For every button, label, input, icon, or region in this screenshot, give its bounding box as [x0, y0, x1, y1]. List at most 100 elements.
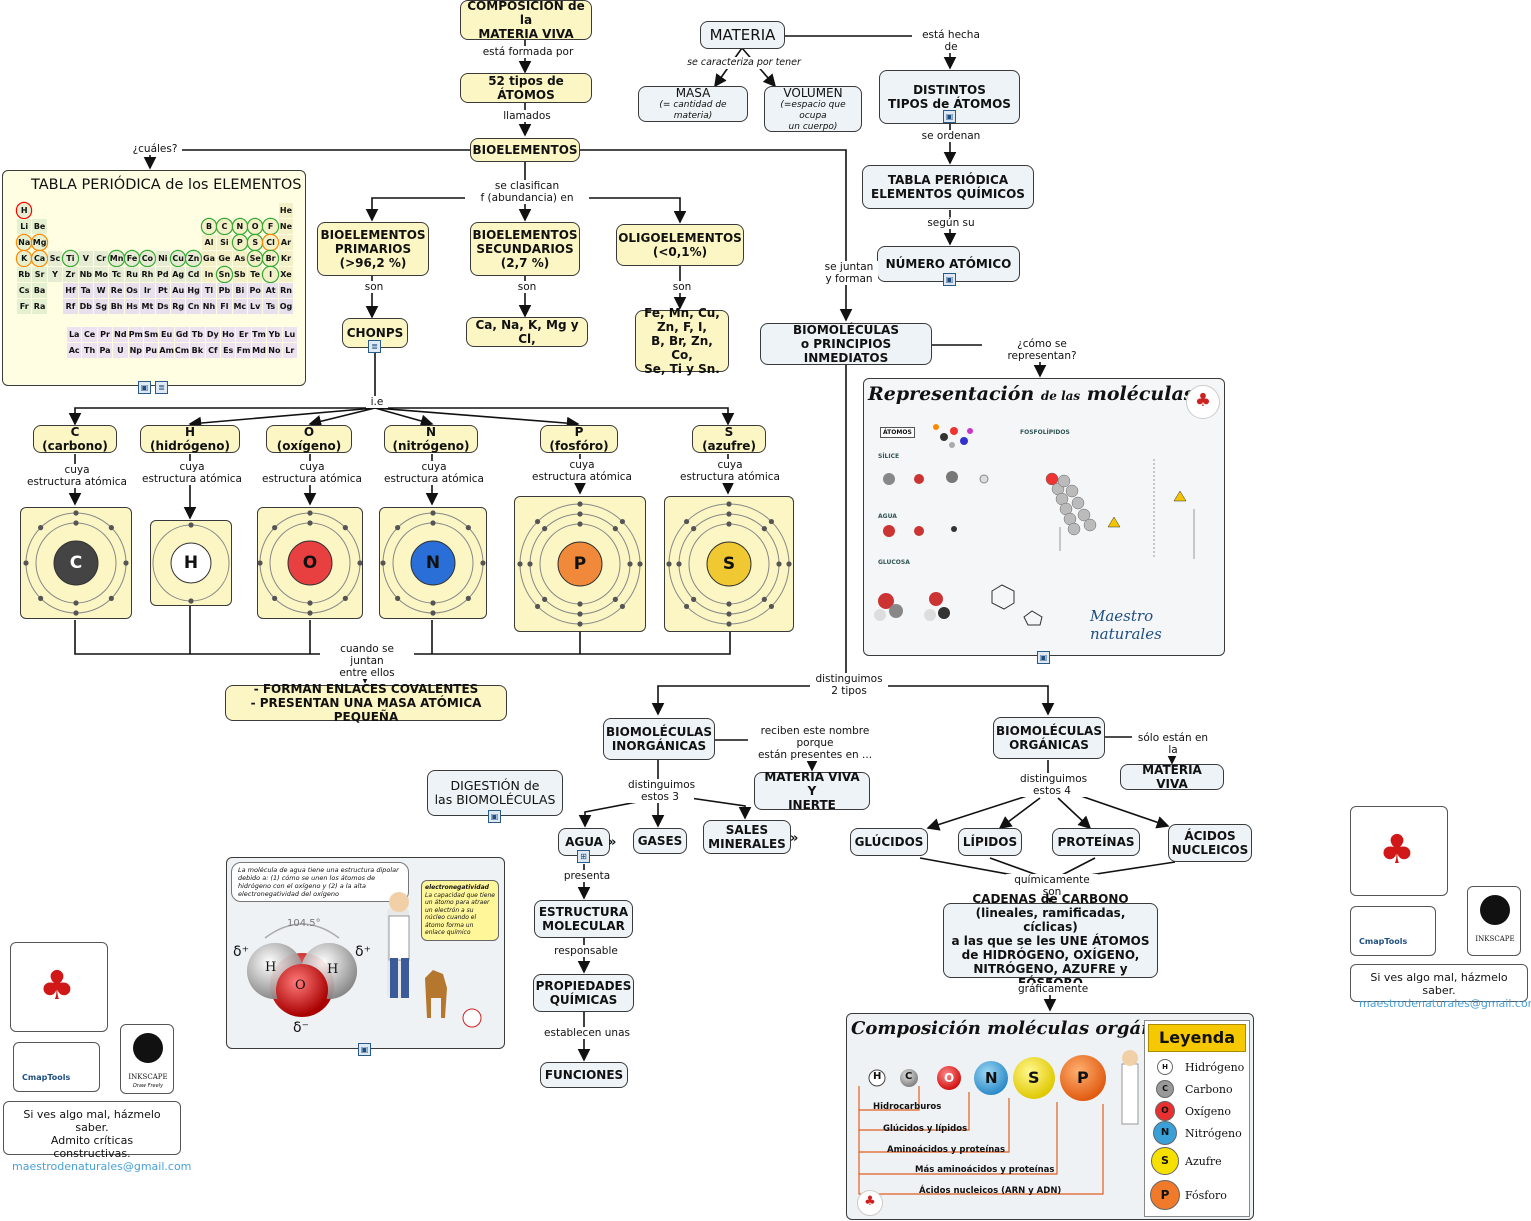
azufre-node[interactable]: S (azufre)	[692, 425, 766, 453]
label-caracteriza: se caracteriza por tener	[680, 57, 808, 69]
element-cell: Rf	[63, 299, 78, 314]
cadenas-node[interactable]: CADENAS de CARBONO (lineales, ramificada…	[943, 892, 1158, 990]
maestro-logo-left[interactable]: ♣	[10, 942, 108, 1032]
organic-title: Composición moléculas orgánicas	[851, 1018, 1194, 1039]
volumen-node[interactable]: VOLUMEN (=espacio que ocupa un cuerpo)	[764, 86, 862, 132]
hidrogeno-node[interactable]: H (hidrógeno)	[140, 425, 240, 453]
row-hidrocarburos: Hidrocarburos	[873, 1102, 942, 1112]
delta-plus-right: δ⁺	[355, 944, 371, 960]
fosfolipidos-label: FOSFOLÍPIDOS	[1020, 429, 1070, 436]
document-icon[interactable]: ≣	[155, 381, 168, 394]
materia-node[interactable]: MATERIA	[700, 21, 785, 49]
atom-h[interactable]: H	[150, 520, 232, 606]
footer-email[interactable]: maestrodenaturales@gmail.com	[12, 1160, 192, 1173]
element-cell: Cm	[174, 343, 190, 358]
fosforo-node[interactable]: P (fosfóro)	[540, 425, 618, 453]
carbono-node[interactable]: C (carbono)	[33, 425, 117, 453]
secundarios-list-node[interactable]: Ca, Na, K, Mg y Cl,	[466, 317, 588, 347]
digestion-node[interactable]: DIGESTIÓN de las BIOMOLÉCULAS	[427, 770, 563, 816]
label-son-oligo: son	[668, 281, 696, 293]
acidos-node[interactable]: ÁCIDOS NUCLEICOS	[1168, 824, 1252, 862]
sales-node[interactable]: SALES MINERALES	[703, 820, 791, 854]
inkscape-logo-left[interactable]: INKSCAPE Draw Freely	[120, 1024, 174, 1094]
nitrogeno-node[interactable]: N (nitrógeno)	[384, 425, 478, 453]
link-icon[interactable]: ⊞	[577, 850, 590, 863]
inkscape-icon	[1480, 895, 1510, 925]
atom-s[interactable]: S	[664, 496, 794, 632]
document-icon[interactable]: ≣	[368, 340, 381, 353]
propiedades-node[interactable]: PROPIEDADES QUÍMICAS	[533, 974, 634, 1012]
element-cell: Cs	[17, 283, 32, 298]
element-cell: He	[278, 203, 294, 218]
organicas-node[interactable]: BIOMOLÉCULAS ORGÁNICAS	[993, 717, 1105, 759]
element-cell: Xe	[278, 267, 294, 282]
label-como-representan: ¿cómo se representan?	[982, 338, 1102, 362]
expand-icon[interactable]: »	[790, 831, 799, 846]
masa-node[interactable]: MASA (= cantidad de materia)	[638, 86, 748, 122]
element-cell: Ru	[124, 267, 140, 282]
cmaptools-logo-left[interactable]: CmapTools	[13, 1042, 100, 1092]
element-cell: Tc	[109, 267, 124, 282]
tabla-node[interactable]: TABLA PERIÓDICA ELEMENTOS QUÍMICOS	[862, 165, 1034, 209]
image-icon[interactable]: ▣	[943, 273, 956, 286]
molecules-panel[interactable]: Representación de las moléculas ÁTOMOS F…	[863, 378, 1225, 656]
funciones-node[interactable]: FUNCIONES	[540, 1062, 628, 1088]
image-icon[interactable]: ▣	[138, 381, 151, 394]
atom-c[interactable]: C	[20, 507, 132, 619]
proteinas-node[interactable]: PROTEÍNAS	[1052, 828, 1140, 856]
delta-plus-left: δ⁺	[233, 944, 249, 960]
footer-right: Si ves algo mal, házmelo saber. maestrod…	[1350, 964, 1531, 1010]
lipidos-node[interactable]: LÍPIDOS	[958, 828, 1022, 856]
secundarios-node[interactable]: BIOELEMENTOS SECUNDARIOS (2,7 %)	[470, 222, 580, 276]
label-cuales: ¿cuáles?	[128, 143, 182, 155]
element-cell: Mc	[232, 299, 247, 314]
image-icon[interactable]: ▣	[488, 810, 501, 823]
ball-c: C	[905, 1071, 913, 1082]
image-icon[interactable]: ▣	[1037, 651, 1050, 664]
atom-n[interactable]: N	[379, 507, 487, 619]
image-icon[interactable]: ▣	[943, 110, 956, 123]
inkscape-logo-right[interactable]: INKSCAPE	[1467, 886, 1521, 956]
label-segun: según su	[922, 217, 980, 229]
bioelementos-node[interactable]: BIOELEMENTOS	[470, 138, 580, 162]
cmaptools-logo-right[interactable]: CmapTools	[1350, 906, 1436, 956]
numero-node[interactable]: NÚMERO ATÓMICO	[877, 246, 1020, 282]
oligo-list-node[interactable]: Fe, Mn, Cu, Zn, F, I, B, Br, Zn, Co, Se,…	[635, 306, 729, 376]
organic-composition-panel[interactable]: Composición moléculas orgánicas H C O N …	[846, 1013, 1254, 1220]
atom-p[interactable]: P	[514, 496, 646, 632]
primarios-node[interactable]: BIOELEMENTOS PRIMARIOS (>96,2 %)	[317, 222, 429, 276]
legend-ball-c: C	[1156, 1080, 1174, 1098]
expand-icon[interactable]: »	[608, 835, 617, 850]
oligo-node[interactable]: OLIGOELEMENTOS (<0,1%)	[616, 224, 744, 266]
gases-node[interactable]: GASES	[633, 828, 687, 854]
atom-n-symbol: N	[425, 553, 441, 573]
ball-p: P	[1077, 1068, 1089, 1087]
atom-s-symbol: S	[722, 554, 736, 574]
materia-viva-inerte-node[interactable]: MATERIA VIVA Y INERTE	[754, 770, 870, 812]
element-cell: Dy	[205, 327, 220, 342]
biomoleculas-node[interactable]: BIOMOLÉCULAS o PRINCIPIOS INMEDIATOS	[760, 323, 932, 365]
water-bubble: La molécula de agua tiene una estructura…	[231, 862, 409, 902]
glucidos-node[interactable]: GLÚCIDOS	[850, 828, 928, 856]
oxigeno-node[interactable]: O (oxígeno)	[266, 425, 352, 453]
legend-ball-h: H	[1157, 1059, 1173, 1075]
element-cell: Cf	[205, 343, 220, 358]
element-cell: Rh	[140, 267, 155, 282]
inorganicas-node[interactable]: BIOMOLÉCULAS INORGÁNICAS	[603, 718, 715, 760]
element-cell: Nh	[201, 299, 217, 314]
footer-email[interactable]: maestrodenaturales@gmail.com	[1359, 997, 1531, 1010]
maestro-logo-right[interactable]: ♣	[1350, 806, 1448, 896]
element-cell: Rn	[278, 283, 294, 298]
label-solo: sólo están en la	[1132, 732, 1214, 756]
materia-viva-node[interactable]: MATERIA VIVA	[1120, 763, 1224, 791]
water-panel[interactable]: La molécula de agua tiene una estructura…	[226, 857, 505, 1049]
atomos52-node[interactable]: 52 tipos de ÁTOMOS	[460, 73, 592, 103]
enlaces-node[interactable]: - FORMAN ENLACES COVALENTES - PRESENTAN …	[225, 682, 507, 724]
image-icon[interactable]: ▣	[358, 1043, 371, 1056]
composicion-node[interactable]: COMPOSICIÓN de la MATERIA VIVA	[460, 0, 592, 41]
element-cell: Bi	[232, 283, 247, 298]
atom-o[interactable]: O	[257, 507, 363, 619]
estructura-node[interactable]: ESTRUCTURA MOLECULAR	[534, 900, 633, 938]
distintos-node[interactable]: DISTINTOS TIPOS de ÁTOMOS	[879, 70, 1020, 124]
